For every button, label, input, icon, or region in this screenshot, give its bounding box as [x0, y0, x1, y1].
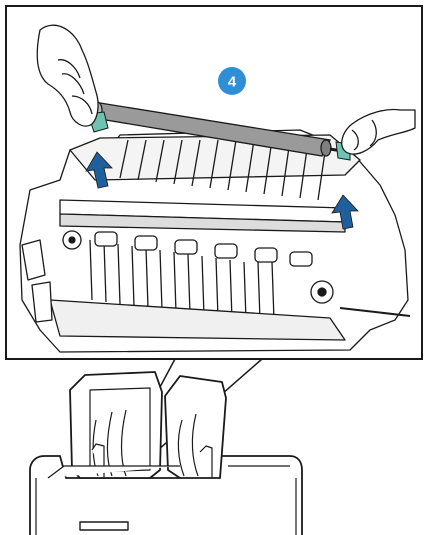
lower-fingers [89, 239, 275, 321]
step-badge: 4 [218, 67, 246, 95]
feed-assembly [19, 129, 411, 353]
pinch-rollers [94, 231, 313, 267]
lift-arrow-icon-right [331, 194, 359, 230]
step-number: 4 [228, 74, 237, 91]
printer-icon [29, 371, 303, 535]
hand-icon-left [36, 24, 99, 127]
hand-icon-right [341, 108, 416, 155]
lift-arrow-icon-left [85, 151, 113, 189]
guide-ribs [119, 139, 327, 201]
